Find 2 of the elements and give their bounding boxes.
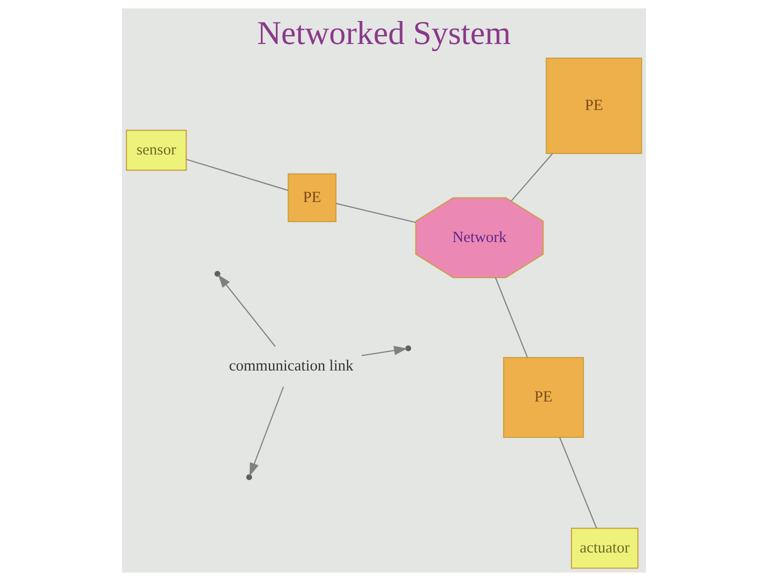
node-text: communication link	[228, 358, 354, 375]
diagram-title: Networked System	[257, 14, 511, 52]
